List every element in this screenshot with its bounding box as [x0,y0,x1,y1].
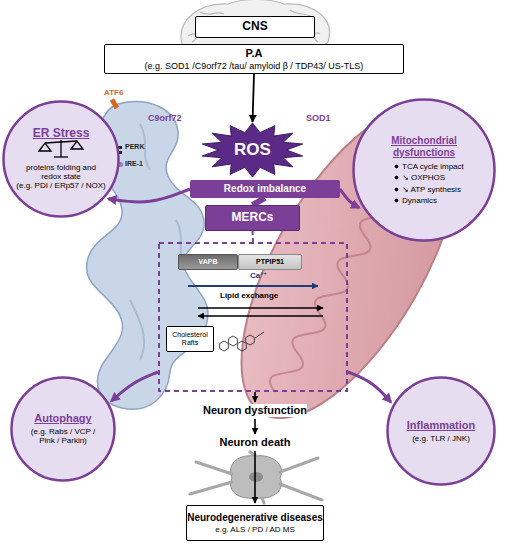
neuron-illustration [190,452,322,503]
balance-icon [39,140,83,157]
cholesterol-icon [220,332,264,351]
node-title: Autophagy [34,412,91,425]
region-box: CNS [195,16,315,38]
ros-burst: ROS [200,122,305,178]
connector [111,372,158,401]
connector [108,189,190,202]
connector [252,231,255,242]
circle-outline [4,102,119,217]
node-body: (e.g. TLR / JNK) [412,434,470,443]
brain-outline [181,0,329,51]
lipid-arrow [198,315,323,316]
outcome-box: Neurodegenerative diseasese.g. ALS / PD … [186,505,324,541]
shape-outline [2,100,120,218]
bullet-item: TCA cycle impact [394,162,464,171]
process-circle: ER Stress proteins folding and redox stat… [2,100,120,218]
process-circle: Mitochondrial dysfunctionsTCA cycle impa… [352,98,496,242]
agent-box: P.A(e.g. SOD1 /C9orf72 /tau/ amyloid β /… [104,44,404,74]
node-title: VAPB [199,258,218,266]
stage-label: Neuron dysfunction [203,404,307,417]
node-title: CNS [242,20,267,34]
node-body: Lipid exchange [220,291,278,300]
burst-outline [202,123,302,177]
gene-name: C9orf72 [148,113,182,123]
bullet-item: ↘ OXPHOS [394,173,445,182]
node-title: Neurodegenerative diseases [187,512,323,524]
bullet-item: ↘ ATP synthesis [394,185,461,194]
mercs-box: MERCs [205,205,300,231]
node-body: (e.g. SOD1 /C9orf72 /tau/ amyloid β / TD… [145,61,364,71]
calcium-flux-arrow [188,285,318,287]
process-circle: Autophagy (e.g. Rabs / VCP / Pink / Parki… [10,376,116,482]
lipid-arrow [198,307,323,308]
node-title: PTPIP51 [256,258,284,266]
node-body: proteins folding and redox state [16,163,106,181]
protein-name: PERK [125,143,144,151]
raft-box: Cholesterol Rafts [166,326,214,352]
connector [253,198,266,205]
node-title: Cholesterol Rafts [167,331,213,347]
circle-outline [354,100,495,241]
flow-arrow [254,451,256,503]
node-title: Mitochondrial dysfunctions [364,135,484,158]
node-title: Redox imbalance [224,183,306,195]
stage-label: Neuron death [220,436,291,449]
circle-outline [12,378,115,481]
node-title: Inflammation [407,419,475,432]
bullet-item: Dynamics [394,196,437,205]
flow-arrow [254,392,256,402]
node-title: ROS [234,140,271,160]
connector [253,74,255,122]
node-title: Ca²⁺ [250,271,267,280]
node-body: e.g. ALS / PD / AD MS [215,525,295,534]
dashed-outline [159,243,347,391]
process-circle: Inflammation (e.g. TLR / JNK) [386,376,496,486]
connector [348,372,391,402]
protein-name: IRE-1 [125,160,143,168]
flow-arrow [254,419,256,434]
node-title: P.A [246,47,263,60]
protein-bar: PTPIP51 [238,254,302,270]
gene-name: SOD1 [306,113,331,123]
redox-bar: Redox imbalance [190,180,340,198]
node-body: (e.g. PDI / ERp57 / NOX) [16,181,105,190]
node-body: (e.g. Rabs / VCP / Pink / Parkin) [22,427,104,445]
protein-bar: VAPB [178,254,238,270]
protein-name: ATF6 [104,88,123,97]
circle-outline [388,378,495,485]
mercs-zone: Ca²⁺ Lipid exchange VAPB PTPIP51Cholesterol… [158,242,348,392]
node-title: MERCs [231,211,273,225]
node-title: ER Stress [33,127,90,141]
